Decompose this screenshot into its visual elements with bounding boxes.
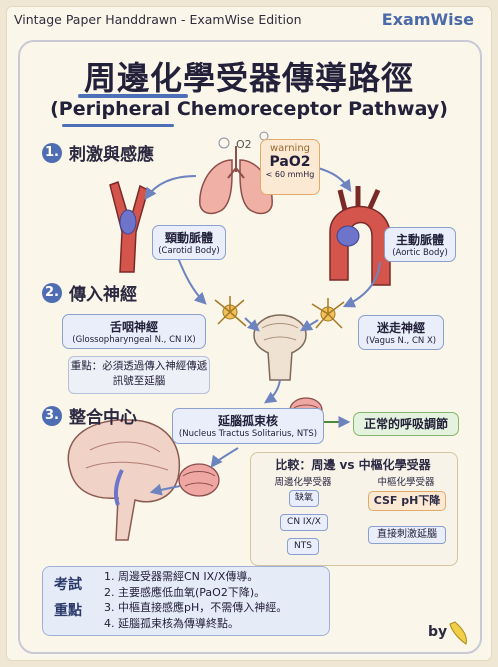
content-frame [18,40,482,654]
exam-label-bottom: 重點 [54,603,82,619]
neuron-icon-right [311,298,345,329]
aortic-body-box: 主動脈體 (Aortic Body) [384,227,456,262]
brainstem-icon [253,314,307,381]
signature-by: by [428,624,448,640]
brand-logo: ExamWise [381,10,474,29]
central-result: 直接刺激延腦 [368,526,446,544]
brain-icon-large [178,463,220,497]
title-underline [78,94,188,98]
warning-box: warning PaO2 < 60 mmHg [260,139,320,195]
comparison-title: 比較：周邊 vs 中樞化學受器 [275,458,431,472]
section-3-label: 整合中心 [69,408,137,428]
peripheral-step-3: NTS [287,538,319,555]
vagus-en: (Vagus N., CN X) [365,336,437,346]
aortic-arch-icon [329,186,391,286]
neuron-icon-left [214,296,247,327]
glossopharyngeal-zh: 舌咽神經 [109,320,158,334]
section-3-number: 3. [42,406,62,426]
exam-label-top: 考試 [54,577,82,593]
exam-points-box [42,566,330,636]
exam-points-list: 1. 周邊受器需經CN IX/X傳導。 2. 主要感應低血氧(PaO2下降)。 … [104,569,326,631]
banana-icon [449,621,467,645]
section-2-label: 傳入神經 [69,285,137,305]
header-caption: Vintage Paper Handdrawn - ExamWise Editi… [14,12,302,27]
output-box: 正常的呼吸調節 [353,412,459,436]
peripheral-step-2: CN IX/X [280,514,328,531]
carotid-body-zh: 頸動脈體 [164,231,213,245]
page-subtitle: (Peripheral Chemoreceptor Pathway) [50,98,448,120]
warning-threshold: < 60 mmHg [265,170,315,179]
peripheral-title: 周邊化學受器 [274,477,332,488]
aortic-body-en: (Aortic Body) [392,248,448,258]
exam-point-4: 4. 延腦孤束核為傳導終點。 [104,616,239,630]
exam-point-2: 2. 主要感應低血氧(PaO2下降)。 [104,585,266,599]
exam-point-1: 1. 周邊受器需經CN IX/X傳導。 [104,570,259,583]
o2-label: O2 [236,138,252,151]
subtitle-underline [62,124,174,127]
central-trigger: CSF pH下降 [368,491,446,511]
carotid-artery-icon [109,181,149,273]
key-note-box: 重點：必須透過傳入神經傳遞訊號至延腦 [68,356,210,394]
nts-en: (Nucleus Tractus Solitarius, NTS) [178,429,318,439]
warning-tag: warning [269,143,311,154]
carotid-body-en: (Carotid Body) [158,246,220,256]
nts-box: 延腦孤束核 (Nucleus Tractus Solitarius, NTS) [172,408,324,444]
section-2-number: 2. [42,283,62,303]
central-title: 中樞化學受器 [377,477,435,488]
carotid-body-box: 頸動脈體 (Carotid Body) [152,225,226,260]
vagus-zh: 迷走神經 [376,321,425,335]
aortic-body-zh: 主動脈體 [395,233,444,247]
vagus-box: 迷走神經 (Vagus N., CN X) [358,315,444,350]
glossopharyngeal-box: 舌咽神經 (Glossopharyngeal N., CN IX) [62,314,206,349]
warning-value: PaO2 [269,154,311,170]
exam-point-3: 3. 中樞直接感應pH，不需傳入神經。 [104,601,288,614]
brain-sagittal-icon [67,419,180,541]
nts-zh: 延腦孤束核 [217,414,278,428]
glossopharyngeal-en: (Glossopharyngeal N., CN IX) [72,335,196,345]
lungs-icon [199,146,273,215]
page-title: 周邊化學受器傳導路徑 [83,59,414,97]
peripheral-step-1: 缺氧 [289,490,319,507]
section-1-number: 1. [42,143,62,163]
section-1-label: 刺激與感應 [69,145,154,165]
